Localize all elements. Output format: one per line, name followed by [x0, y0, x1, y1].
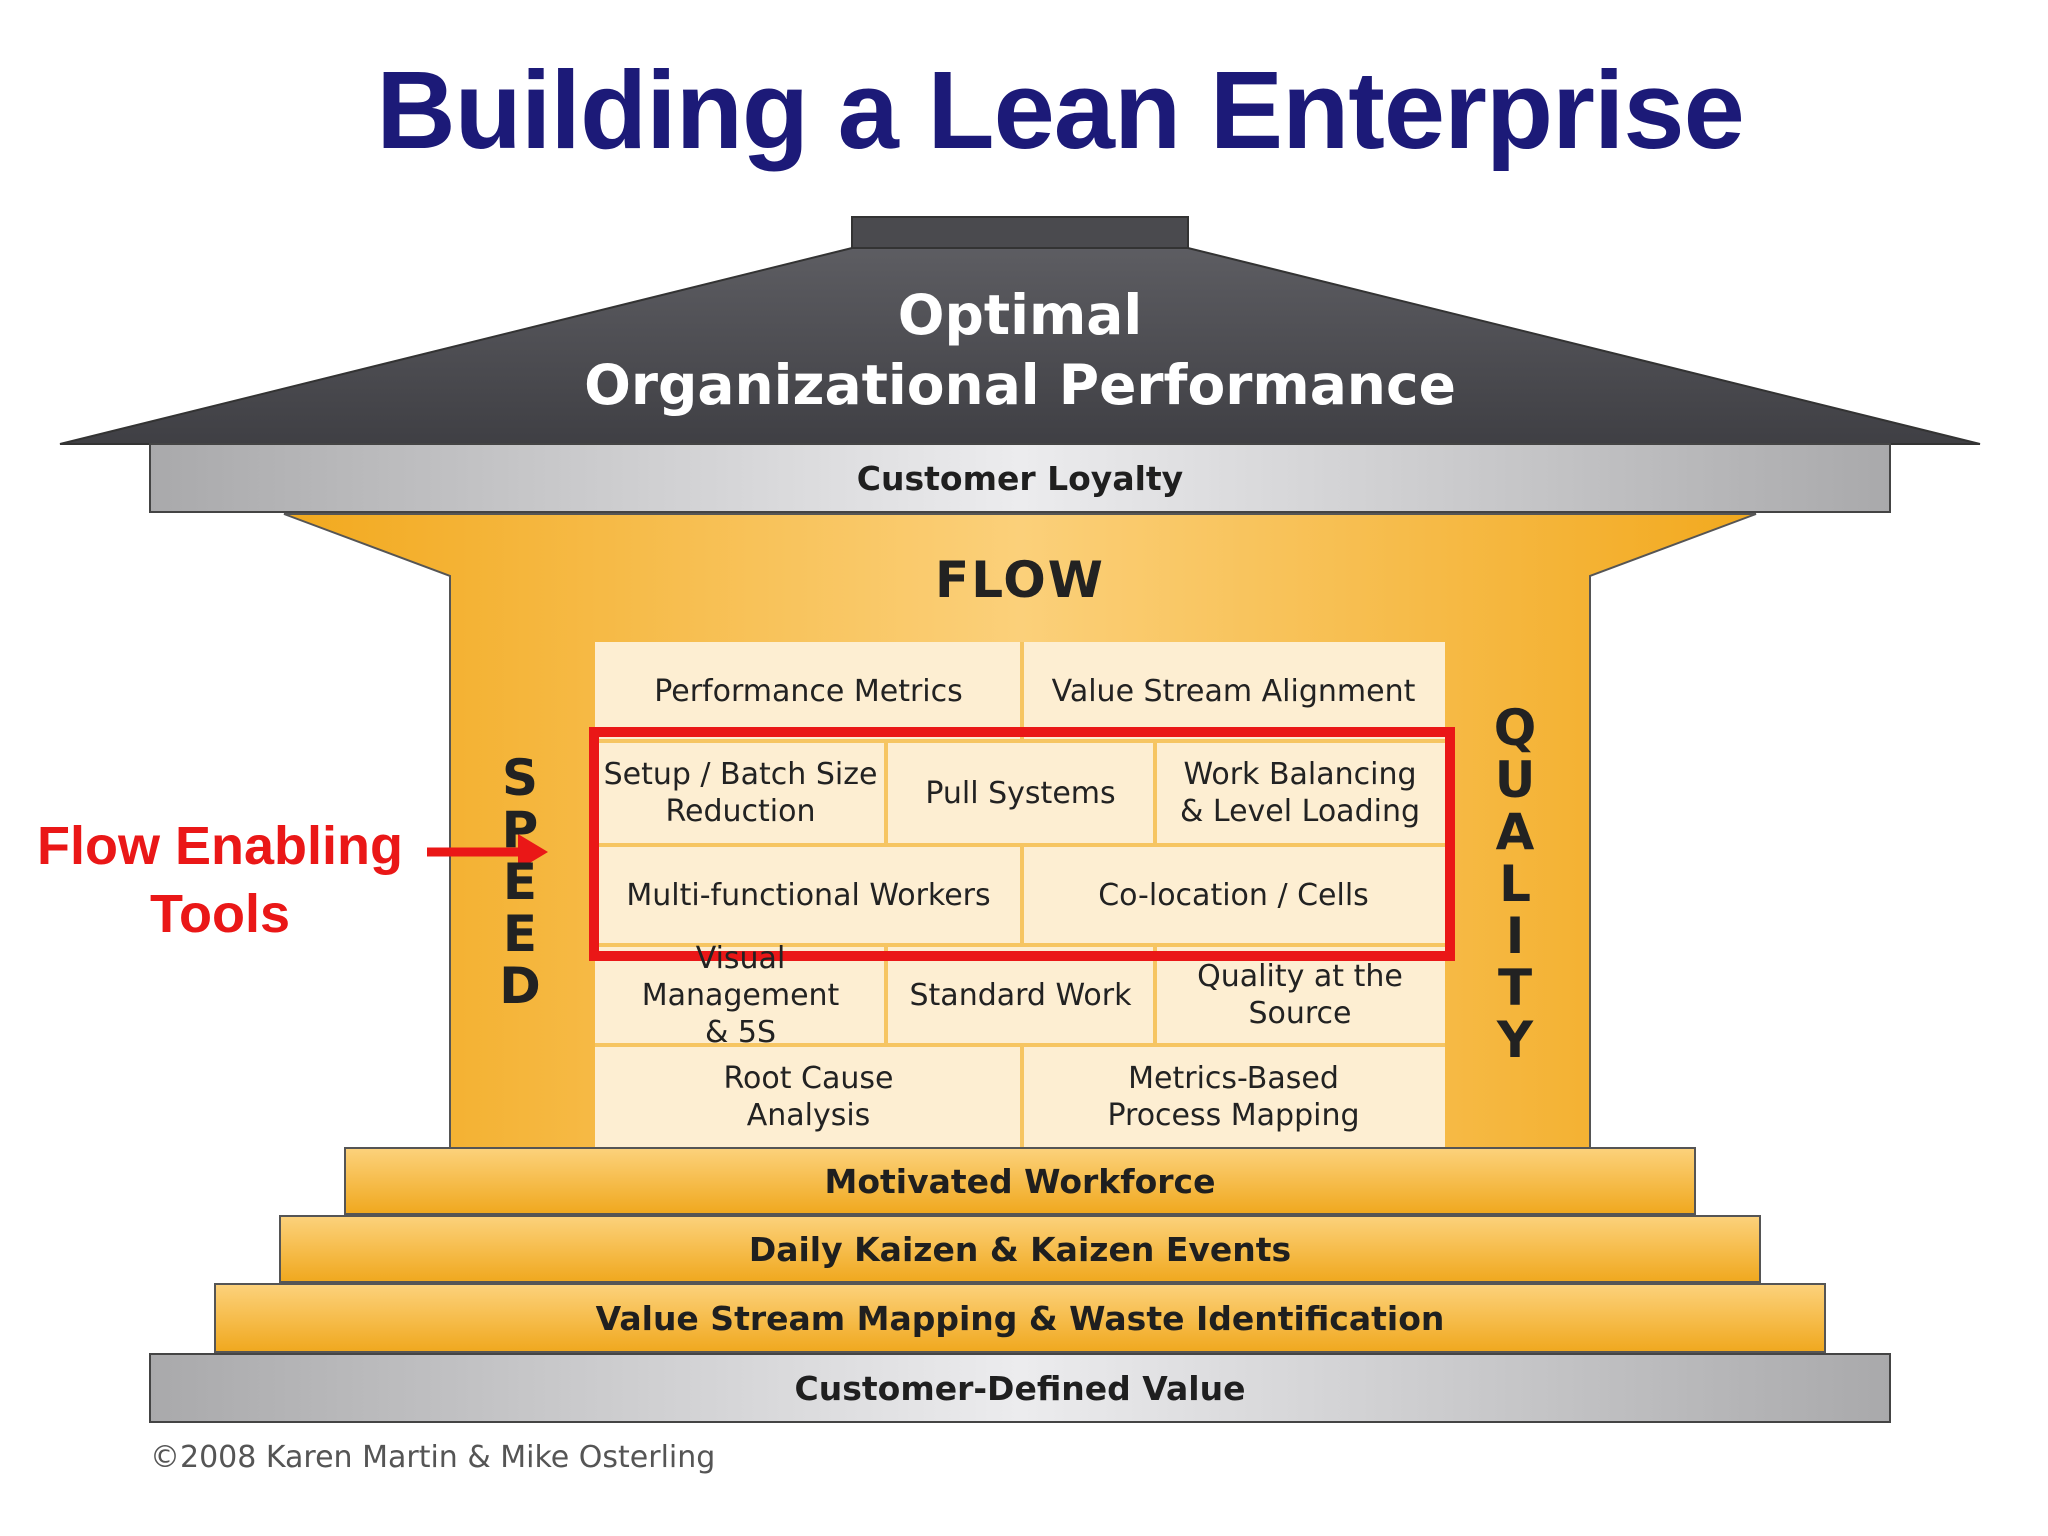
- flow-enabling-tools-callout: Flow Enabling Tools: [20, 812, 420, 948]
- step-label-customer-defined-value: Customer-Defined Value: [794, 1368, 1246, 1408]
- tool-setup-batch-size-reduction: Setup / Batch Size Reduction: [603, 757, 878, 829]
- tool-performance-metrics: Performance Metrics: [654, 674, 963, 709]
- speed-letter: S: [501, 749, 538, 807]
- tool-visual-management-5s: Visual Management & 5S: [641, 940, 840, 1050]
- flow-enabling-tools-highlight: [589, 727, 1455, 961]
- roof-title-line2: Organizational Performance: [584, 353, 1456, 417]
- copyright-notice: ©2008 Karen Martin & Mike Osterling: [150, 1440, 716, 1475]
- quality-letter: L: [1499, 855, 1531, 913]
- speed-letter: P: [501, 801, 539, 859]
- step-label-value-stream-mapping: Value Stream Mapping & Waste Identificat…: [595, 1298, 1445, 1338]
- step-value-stream-mapping: [214, 1283, 1826, 1353]
- quality-letter: A: [1495, 803, 1535, 861]
- tool-metrics-based-process-mapping: Metrics-Based Process Mapping: [1107, 1060, 1360, 1133]
- quality-letter: Y: [1496, 1011, 1534, 1069]
- quality-letter: I: [1505, 907, 1525, 965]
- tool-multi-functional-workers: Multi-functional Workers: [626, 877, 991, 913]
- speed-label: S P E E D: [498, 752, 542, 1012]
- callout-arrow-head: [518, 834, 548, 870]
- callout-line2: Tools: [150, 884, 290, 944]
- tool-root-cause-analysis: Root Cause Analysis: [723, 1060, 894, 1133]
- quality-letter: U: [1494, 751, 1536, 809]
- step-customer-defined-value: [149, 1353, 1891, 1423]
- speed-letter: E: [502, 853, 538, 911]
- tool-standard-work: Standard Work: [909, 977, 1132, 1013]
- step-motivated-workforce: [344, 1147, 1696, 1215]
- tool-co-location-cells: Co-location / Cells: [1098, 877, 1369, 913]
- step-label-motivated-workforce: Motivated Workforce: [824, 1161, 1216, 1201]
- speed-letter: E: [502, 905, 538, 963]
- roof-title-line1: Optimal: [897, 283, 1143, 347]
- customer-loyalty-label: Customer Loyalty: [856, 458, 1184, 498]
- roof-chimney: [851, 216, 1189, 251]
- speed-letter: D: [499, 957, 541, 1015]
- quality-letter: Q: [1493, 699, 1537, 757]
- tool-quality-at-the-source: Quality at the Source: [1197, 959, 1403, 1031]
- quality-label: Q U A L I T Y: [1490, 702, 1540, 1066]
- tool-pull-systems: Pull Systems: [925, 775, 1116, 811]
- step-label-daily-kaizen: Daily Kaizen & Kaizen Events: [748, 1229, 1292, 1269]
- customer-loyalty-beam: [149, 443, 1891, 513]
- quality-letter: T: [1497, 959, 1533, 1017]
- flow-label: FLOW: [935, 551, 1105, 609]
- tool-work-balancing: Work Balancing & Level Loading: [1179, 757, 1420, 829]
- page-title: Building a Lean Enterprise: [376, 48, 1745, 172]
- callout-line1: Flow Enabling: [37, 816, 403, 876]
- step-daily-kaizen: [279, 1215, 1761, 1283]
- tool-value-stream-alignment: Value Stream Alignment: [1051, 674, 1416, 709]
